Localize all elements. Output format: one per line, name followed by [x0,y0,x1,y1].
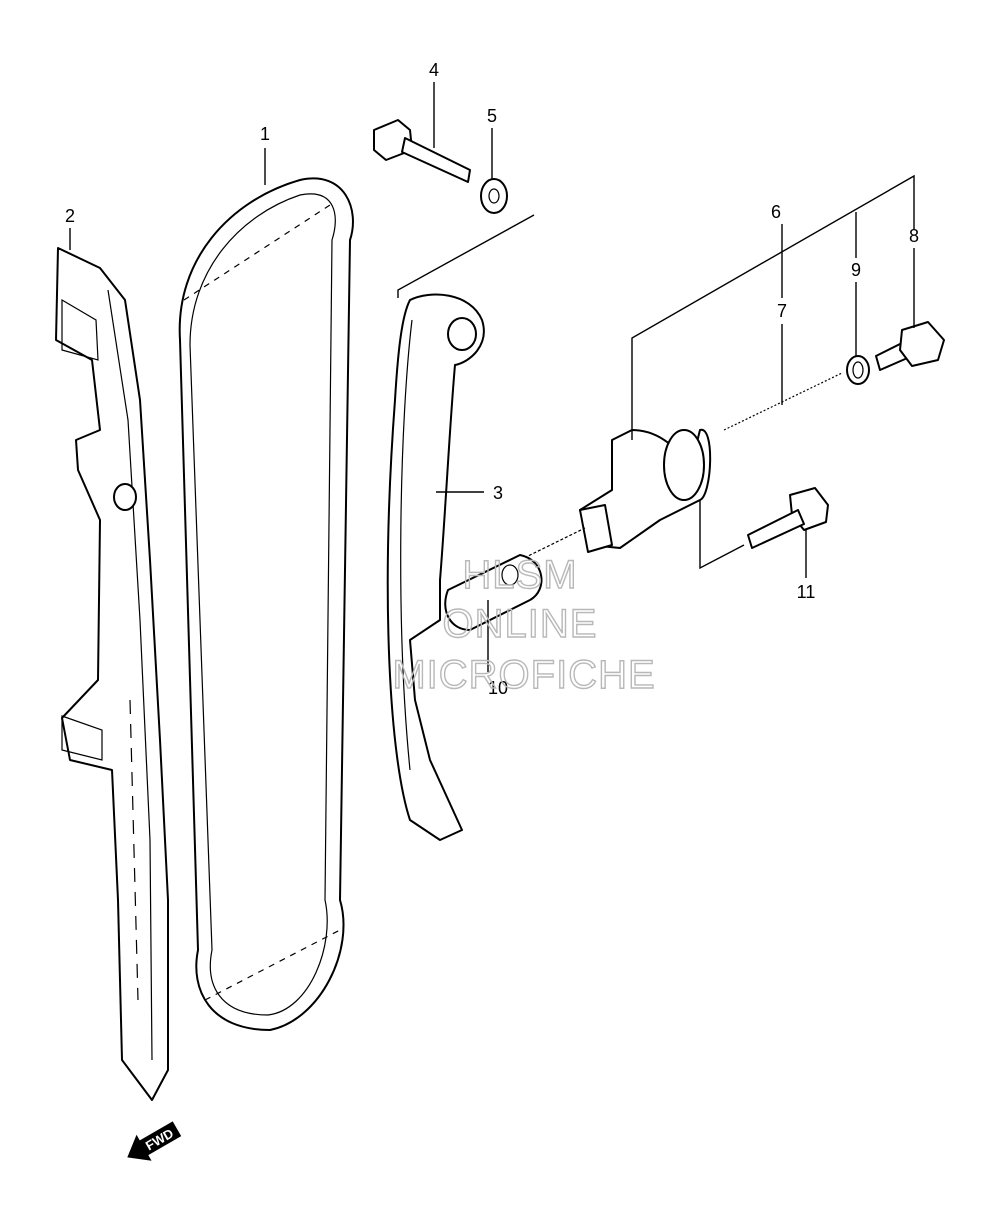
pivot-bolt-part-4 [373,119,471,183]
gasket-part-9 [846,355,870,385]
watermark-line-2: ONLINE [443,602,598,646]
callout-1: 1 [260,124,270,144]
washer-part-5 [480,178,508,214]
callout-11: 11 [797,582,816,602]
callout-9: 9 [851,260,861,280]
tensioner-assembly-part-6 [519,428,712,561]
mounting-bolt-part-11 [747,487,829,549]
callout-4: 4 [429,60,439,80]
timing-chain-part-1 [178,177,354,1031]
callout-6: 6 [771,202,781,222]
callout-labels: 1 2 3 4 5 6 7 8 9 10 11 [65,60,919,698]
chain-guide-part-2 [55,247,169,1101]
cap-bolt-part-8 [875,321,945,371]
watermark: HLSM ONLINE MICROFICHE [392,552,656,697]
fwd-arrow-icon: FWD [127,1121,182,1161]
callout-2: 2 [65,206,75,226]
callout-8: 8 [909,226,919,246]
callout-5: 5 [487,106,497,126]
callout-10: 10 [488,678,508,698]
callout-7: 7 [777,301,787,321]
watermark-line-1: HLSM [462,553,577,597]
spring-part-7 [723,372,843,431]
tensioner-arm-part-3 [386,293,485,841]
watermark-line-3: MICROFICHE [392,653,655,697]
tensioner-gasket-part-10 [444,554,543,631]
callout-3: 3 [493,483,503,503]
leader-lines [69,82,915,672]
